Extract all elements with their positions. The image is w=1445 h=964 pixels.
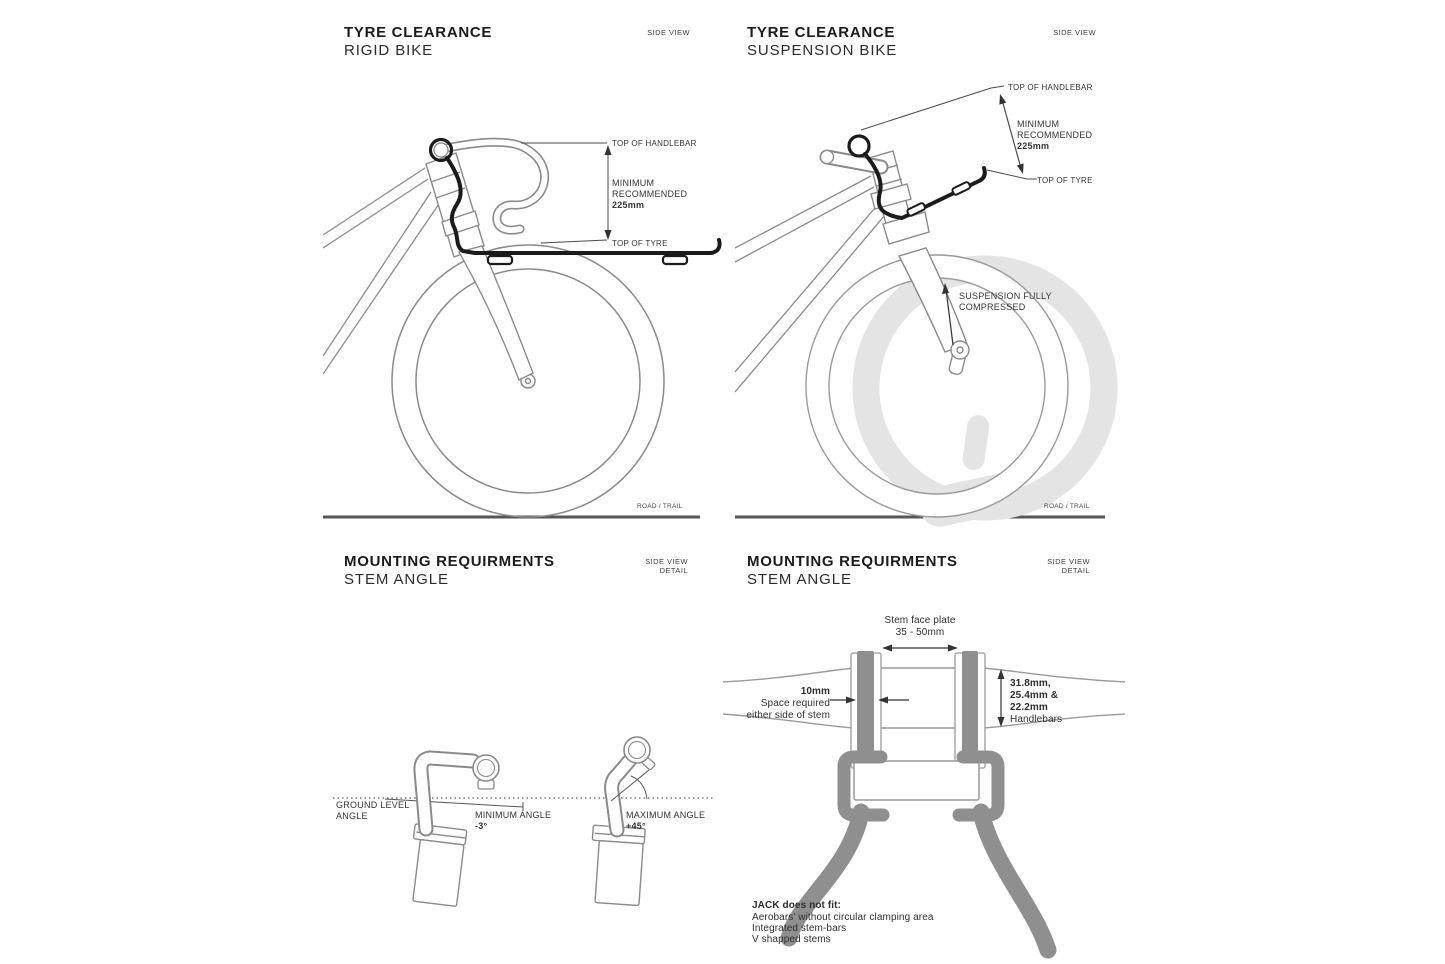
suspension-fork: [882, 211, 970, 375]
jack-hook-right: [952, 750, 1005, 822]
label-handlebars: Handlebars: [1010, 714, 1063, 725]
fork-blade: [457, 245, 534, 381]
arrowhead-up: [942, 283, 949, 294]
panel-suspension-header: TYRE CLEARANCE SUSPENSION BIKE: [747, 24, 897, 60]
view-line-2: DETAIL: [659, 566, 688, 576]
arrowhead-right: [846, 696, 856, 704]
label-minimum: MINIMUM: [612, 178, 655, 188]
label-stem-face-plate-value: 35 - 50mm: [895, 627, 945, 638]
label-recommended: RECOMMENDED: [612, 189, 688, 199]
maximum-angle-indicator: [610, 769, 650, 802]
label-minimum: MINIMUM: [1017, 119, 1060, 129]
dimension-lines: [860, 85, 1037, 180]
label-clearance-value: 225mm: [1017, 141, 1050, 151]
label-top-of-handlebar: TOP OF HANDLEBAR: [612, 139, 697, 148]
label-maximum-angle-value: +45°: [626, 821, 646, 831]
panel-angle-title: MOUNTING REQUIRMENTS: [344, 553, 555, 570]
front-wheel: [391, 244, 665, 518]
panel-suspension-view-label: SIDE VIEW: [1053, 28, 1096, 37]
label-ground-level: GROUND LEVEL: [336, 800, 410, 810]
label-road-trail: ROAD / TRAIL: [637, 503, 683, 510]
label-minimum-angle: MINIMUM ANGLE: [475, 810, 552, 820]
view-line-1: SIDE VIEW: [645, 557, 688, 566]
panel-angle-header: MOUNTING REQUIRMENTS STEM ANGLE: [344, 553, 555, 589]
arrowhead-up: [997, 669, 1005, 679]
label-handlebar-size-2: 25.4mm &: [1010, 690, 1059, 701]
arrowhead-left: [882, 644, 892, 652]
label-space-value: 10mm: [800, 686, 830, 697]
label-top-of-handlebar: TOP OF HANDLEBAR: [1008, 83, 1093, 92]
label-notfit-aerobars: Aerobars' without circular clamping area: [752, 912, 934, 923]
label-space-required: Space required: [760, 698, 830, 709]
stem-angle-diagram: [333, 736, 713, 907]
label-handlebar-size-1: 31.8mm,: [1010, 678, 1051, 689]
arrowhead-right: [948, 644, 958, 652]
panel-suspension-subtitle: SUSPENSION BIKE: [747, 42, 898, 59]
rigid-bike-diagram: [323, 137, 722, 519]
label-ground-angle: ANGLE: [336, 811, 368, 821]
label-top-of-tyre: TOP OF TYRE: [1037, 176, 1093, 185]
arrowhead-down: [997, 717, 1005, 727]
arrowhead-up: [604, 145, 612, 155]
stem-detail-diagram: [723, 644, 1125, 959]
arrowhead-down: [604, 230, 612, 240]
stem-face-plate: [853, 760, 980, 801]
view-line-2: DETAIL: [1061, 566, 1090, 576]
stem-maximum-angle: [591, 736, 656, 907]
stem-minimum-angle: [412, 750, 500, 907]
panel-rigid-title: TYRE CLEARANCE: [344, 24, 493, 41]
label-space-side: either side of stem: [746, 710, 830, 721]
panel-angle-view-label: SIDE VIEW DETAIL: [596, 557, 688, 576]
jack-arm-left: [857, 651, 874, 770]
panel-angle-subtitle: STEM ANGLE: [344, 571, 449, 588]
handlebar-outline: [723, 667, 1125, 729]
jack-rack: [847, 134, 987, 220]
arrowhead-left: [878, 696, 888, 704]
label-notfit-title: JACK does not fit:: [752, 900, 842, 911]
label-handlebar-size-3: 22.2mm: [1010, 702, 1048, 713]
suspension-bike-diagram: [734, 85, 1118, 527]
label-clearance-value: 225mm: [612, 200, 645, 210]
arrowhead-up: [999, 94, 1007, 105]
panel-detail-title: MOUNTING REQUIRMENTS: [747, 553, 958, 570]
label-recommended: RECOMMENDED: [1017, 130, 1093, 140]
panel-rigid-subtitle: RIGID BIKE: [344, 42, 434, 59]
jack-leg-left: [780, 803, 870, 947]
panel-detail-header: MOUNTING REQUIRMENTS STEM ANGLE: [747, 553, 958, 589]
panel-suspension-title: TYRE CLEARANCE: [747, 24, 896, 41]
panel-detail-subtitle: STEM ANGLE: [747, 571, 852, 588]
panel-detail-view-label: SIDE VIEW DETAIL: [998, 557, 1090, 576]
dimension-lines: [521, 142, 609, 244]
label-minimum-angle-value: -3°: [475, 821, 488, 831]
label-road-trail: ROAD / TRAIL: [1044, 503, 1090, 510]
label-suspension-2: COMPRESSED: [959, 302, 1026, 312]
front-wheel: [805, 254, 1069, 518]
arrowhead-down: [1016, 163, 1024, 174]
label-top-of-tyre: TOP OF TYRE: [612, 239, 668, 248]
jack-leg-right: [972, 803, 1057, 959]
label-stem-face-plate: Stem face plate: [884, 615, 956, 626]
label-maximum-angle: MAXIMUM ANGLE: [626, 810, 706, 820]
drop-handlebar: [433, 137, 550, 235]
minimum-angle-indicator: [384, 798, 524, 811]
frame-tubes: [323, 167, 444, 375]
panel-rigid-view-label: SIDE VIEW: [647, 28, 690, 37]
view-line-1: SIDE VIEW: [1047, 557, 1090, 566]
suspension-arrow: [945, 288, 954, 346]
jack-hook-left: [837, 750, 890, 822]
label-suspension-1: SUSPENSION FULLY: [959, 291, 1052, 301]
jack-rack: [428, 137, 722, 266]
label-notfit-vshaped: V shapped stems: [752, 934, 831, 945]
label-notfit-integrated: Integrated stem-bars: [752, 923, 847, 934]
jack-arm-right: [962, 651, 978, 770]
panel-rigid-header: TYRE CLEARANCE RIGID BIKE: [344, 24, 492, 60]
frame-tubes: [734, 175, 892, 393]
